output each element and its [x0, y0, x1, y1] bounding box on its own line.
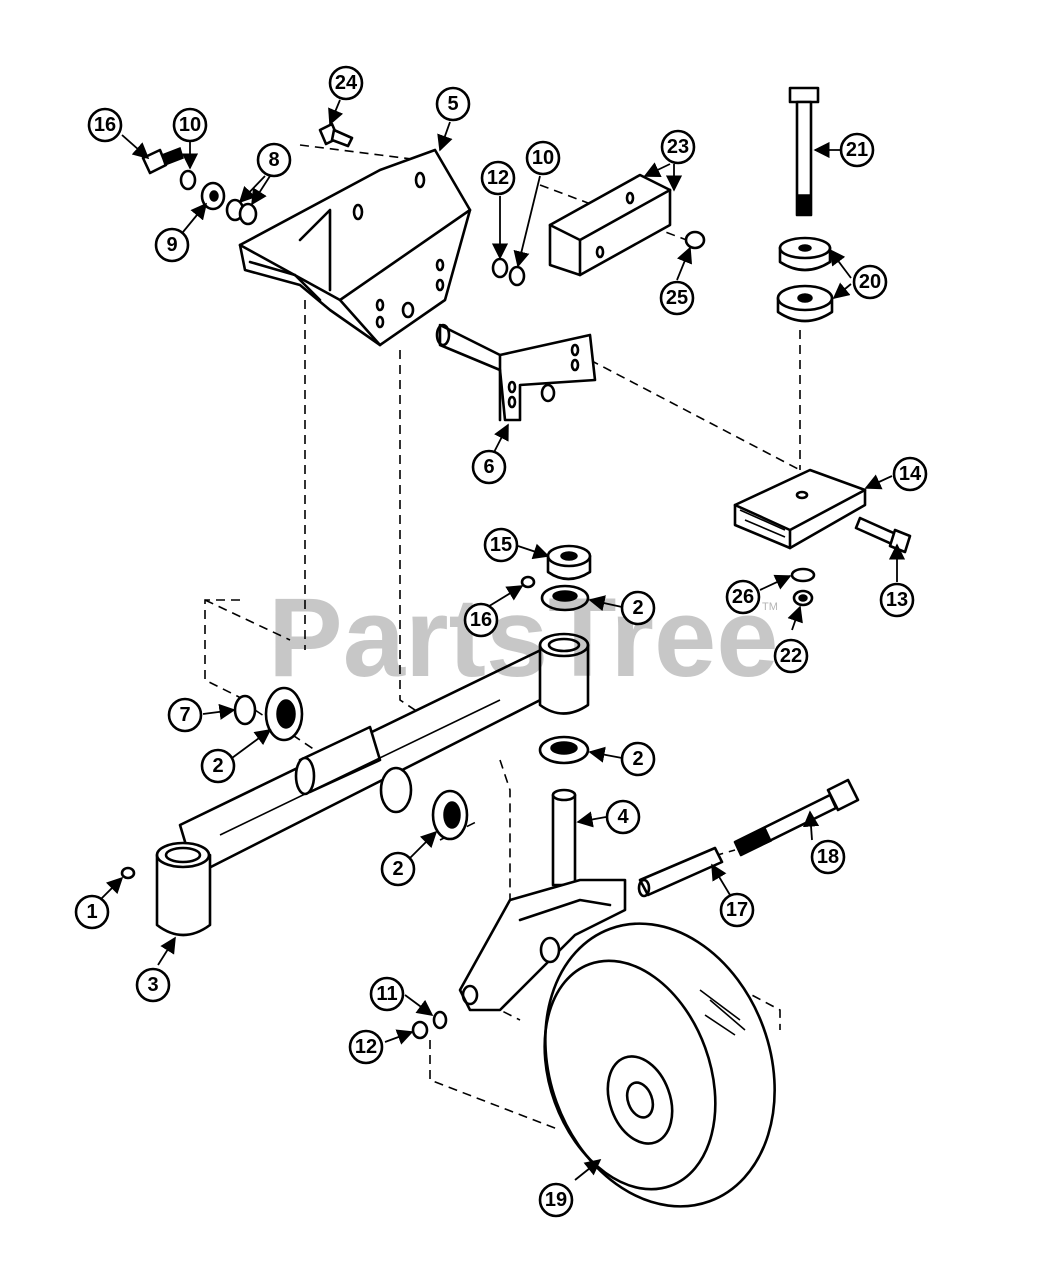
callout-2-left: 2	[200, 748, 236, 784]
callout-9: 9	[154, 227, 190, 263]
part-15-cap	[546, 544, 592, 581]
callout-13: 13	[879, 582, 915, 618]
svg-text:12: 12	[355, 1036, 377, 1058]
part-14-plate	[733, 468, 867, 550]
callout-3: 3	[135, 967, 171, 1003]
callout-20: 20	[852, 264, 888, 300]
part-6-bracket	[435, 323, 597, 422]
svg-text:7: 7	[179, 704, 190, 726]
svg-text:2: 2	[392, 858, 403, 880]
svg-text:13: 13	[886, 589, 908, 611]
callout-11: 16	[87, 107, 123, 143]
part-17-spacer	[637, 846, 724, 898]
svg-text:22: 22	[780, 645, 802, 667]
callout-10-top: 10	[172, 107, 208, 143]
watermark-trademark: TM	[762, 601, 778, 613]
watermark-text: PartsTree	[268, 575, 779, 700]
part-3-axle-housing	[155, 632, 590, 937]
callout-4: 4	[605, 799, 641, 835]
svg-text:15: 15	[490, 534, 512, 556]
svg-text:9: 9	[166, 234, 177, 256]
svg-text:16: 16	[94, 114, 116, 136]
part-19-wheel	[543, 922, 776, 1208]
callout-16: 16	[463, 602, 499, 638]
svg-text:2: 2	[632, 748, 643, 770]
svg-text:2: 2	[212, 755, 223, 777]
callout-2-bottom: 2	[380, 851, 416, 887]
part-18-axle-bolt	[733, 778, 860, 857]
callout-18: 18	[810, 839, 846, 875]
svg-text:2: 2	[632, 597, 643, 619]
svg-text:10: 10	[179, 114, 201, 136]
svg-text:17: 17	[726, 899, 748, 921]
callout-2-right: 2	[620, 741, 656, 777]
svg-text:11: 11	[376, 983, 397, 1005]
part-21-bolt	[788, 86, 820, 217]
callout-17: 17	[719, 892, 755, 928]
callout-25: 25	[659, 280, 695, 316]
part-23-channel	[548, 173, 672, 277]
svg-text:12: 12	[487, 167, 509, 189]
callout-6: 6	[471, 449, 507, 485]
callout-8: 8	[256, 142, 292, 178]
callout-10-bottom: 11	[369, 976, 405, 1012]
svg-text:4: 4	[617, 806, 629, 828]
callout-19: 19	[538, 1182, 574, 1218]
svg-text:6: 6	[483, 456, 494, 478]
part-5-mount-bracket	[238, 148, 472, 347]
svg-text:10: 10	[532, 147, 554, 169]
svg-text:21: 21	[846, 139, 868, 161]
part-20-bushings	[776, 236, 834, 323]
callout-2-top: 2	[620, 590, 656, 626]
callout-22: 22	[773, 638, 809, 674]
svg-text:25: 25	[666, 287, 688, 309]
callout-14: 14	[892, 456, 928, 492]
svg-text:26: 26	[732, 586, 754, 608]
svg-text:5: 5	[447, 93, 458, 115]
callout-24: 24	[328, 65, 364, 101]
svg-text:1: 1	[86, 901, 97, 923]
callout-10-center: 10	[525, 140, 561, 176]
svg-text:19: 19	[545, 1189, 567, 1211]
callout-12-top: 12	[480, 160, 516, 196]
callout-15: 15	[483, 527, 519, 563]
callout-1: 1	[74, 894, 110, 930]
svg-text:23: 23	[667, 136, 689, 158]
svg-text:20: 20	[859, 271, 881, 293]
svg-text:24: 24	[335, 72, 358, 94]
callout-26: 26	[725, 579, 761, 615]
callout-7: 7	[167, 697, 203, 733]
svg-text:8: 8	[268, 149, 279, 171]
svg-text:18: 18	[817, 846, 839, 868]
part-2-bearings	[264, 584, 590, 841]
callout-12-bottom: 12	[348, 1029, 384, 1065]
svg-text:14: 14	[899, 463, 922, 485]
svg-text:16: 16	[470, 609, 492, 631]
callout-5: 5	[435, 86, 471, 122]
part-4-caster-fork	[458, 788, 627, 1012]
svg-text:3: 3	[147, 974, 158, 996]
callout-21: 21	[839, 132, 875, 168]
callout-23: 23	[660, 129, 696, 165]
